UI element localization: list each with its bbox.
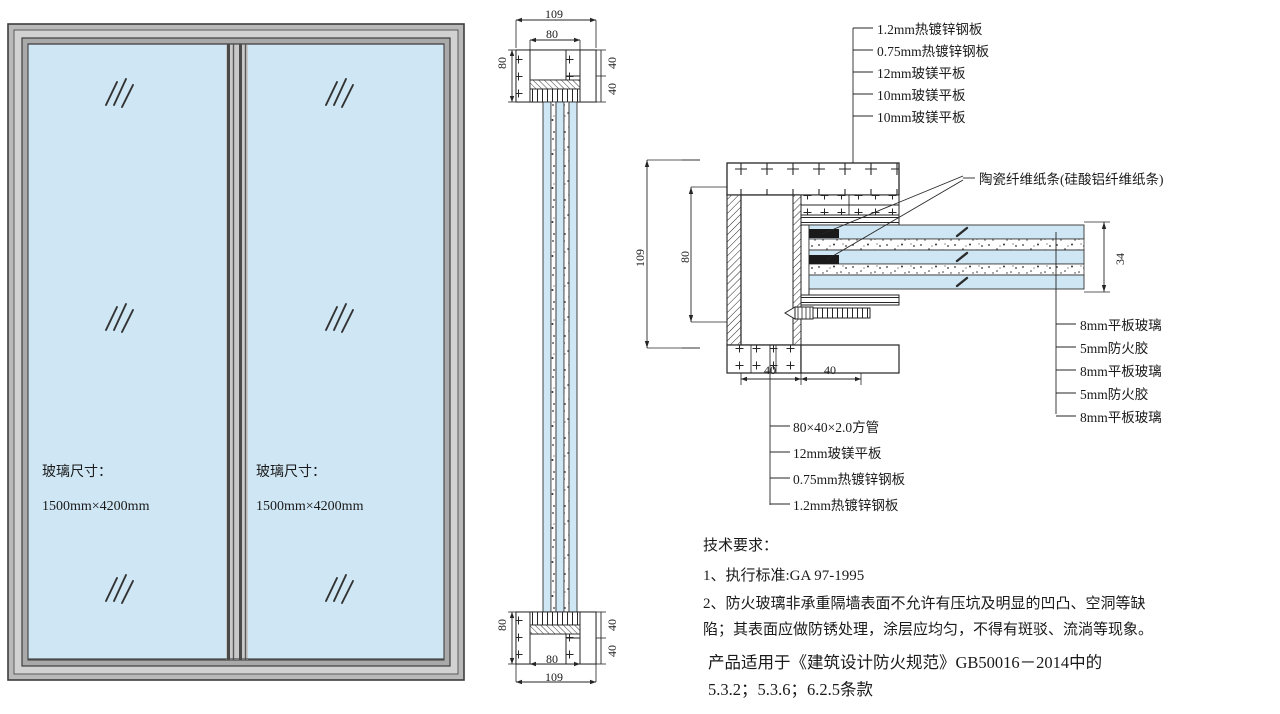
glass-size-label-right: 玻璃尺寸： 1500mm×4200mm: [256, 463, 363, 518]
callout-bottom-2: 12mm玻镁平板: [793, 446, 882, 461]
screw-icon: [784, 306, 871, 320]
callout-top-2: 0.75mm热镀锌钢板: [877, 44, 990, 59]
callout-bottom-3: 0.75mm热镀锌钢板: [793, 472, 906, 487]
section-view: [508, 17, 606, 685]
technical-notes-heading: 技术要求：: [703, 538, 779, 554]
dim-detail-bottom-left: 40: [764, 363, 776, 377]
dim-section-bottom-right-upper: 40: [605, 619, 619, 631]
section-glass-body: [542, 101, 578, 613]
glass-size-value: 1500mm×4200mm: [256, 499, 364, 515]
callout-ceramic-fiber: 陶瓷纤维纸条(硅酸铝纤维纸条): [979, 172, 1164, 187]
glass-size-value: 1500mm×4200mm: [42, 499, 150, 515]
callout-right-3: 8mm平板玻璃: [1080, 364, 1162, 379]
dim-section-top-right-upper: 40: [605, 57, 619, 69]
dim-section-bottom-overall: 109: [545, 670, 563, 684]
glass-size-title: 玻璃尺寸：: [42, 465, 112, 480]
dim-detail-vertical-outer: 109: [633, 249, 647, 267]
callout-top-5: 10mm玻镁平板: [877, 110, 966, 125]
dim-glass-thickness: 34: [1113, 253, 1127, 265]
dim-detail-vertical-inner: 80: [678, 251, 692, 263]
callout-top-4: 10mm玻镁平板: [877, 88, 966, 103]
standard-reference-line2: 5.3.2；5.3.6；6.2.5条款: [708, 680, 873, 699]
callout-bottom-1: 80×40×2.0方管: [793, 420, 880, 435]
glass-reflection-mark: [105, 78, 134, 604]
callout-right-2: 5mm防火胶: [1080, 341, 1149, 356]
callout-right-5: 8mm平板玻璃: [1080, 410, 1162, 425]
technical-note-1: 1、执行标准:GA 97-1995: [703, 568, 865, 584]
dim-section-bottom-height: 80: [495, 619, 509, 631]
dim-section-top-right-lower: 40: [605, 83, 619, 95]
dim-section-bottom-right-lower: 40: [605, 645, 619, 657]
technical-note-2-cont: 陷；其表面应做防锈处理，涂层应均匀，不得有斑驳、流淌等现象。: [703, 622, 1154, 638]
dim-section-top-height: 80: [495, 57, 509, 69]
elevation-view: [7, 23, 465, 681]
dim-section-top-inner: 80: [546, 27, 558, 41]
callout-right-4: 5mm防火胶: [1080, 387, 1149, 402]
detail-view: [644, 27, 1110, 505]
dim-section-top-overall: 109: [545, 7, 563, 21]
glass-size-title: 玻璃尺寸：: [256, 465, 326, 480]
callout-bottom-4: 1.2mm热镀锌钢板: [793, 498, 899, 513]
glass-reflection-mark: [325, 78, 354, 604]
dim-section-bottom-inner: 80: [546, 652, 558, 666]
callout-top-1: 1.2mm热镀锌钢板: [877, 22, 983, 37]
callout-right-1: 8mm平板玻璃: [1080, 318, 1162, 333]
dim-detail-bottom-right: 40: [824, 363, 836, 377]
ceramic-fiber-strip: [809, 255, 839, 264]
callout-top-3: 12mm玻镁平板: [877, 66, 966, 81]
standard-reference-line1: 产品适用于《建筑设计防火规范》GB50016－2014中的: [708, 653, 1103, 672]
glass-size-label-left: 玻璃尺寸： 1500mm×4200mm: [42, 463, 149, 518]
glass-laminate: [808, 224, 1085, 290]
technical-note-2: 2、防火玻璃非承重隔墙表面不允许有压坑及明显的凹凸、空洞等缺: [703, 596, 1146, 612]
